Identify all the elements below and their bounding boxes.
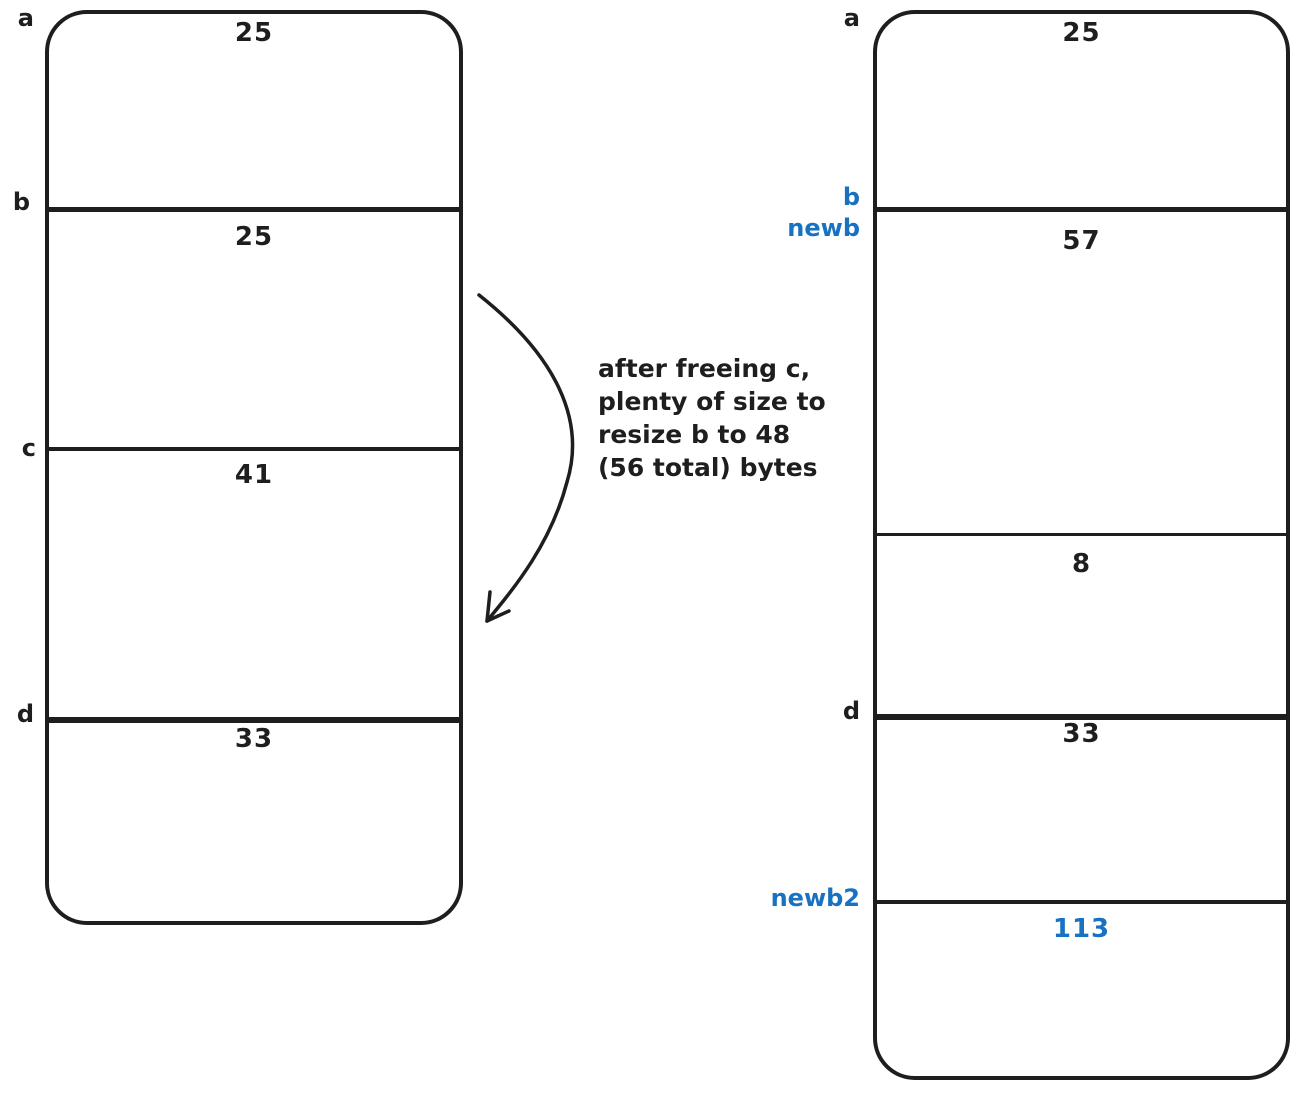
pointer-label-a-right: a bbox=[843, 4, 860, 32]
size-value-b: 25 bbox=[234, 222, 274, 252]
annotation-line: resize b to 48 bbox=[598, 420, 791, 449]
divider-d2 bbox=[875, 714, 1288, 720]
size-value-free: 8 bbox=[1071, 549, 1092, 579]
size-value-newb: 57 bbox=[1062, 226, 1101, 256]
memory-block-after: 25 57 8 33 113 bbox=[873, 10, 1290, 1080]
pointer-label-d-right: d bbox=[842, 697, 860, 725]
pointer-label-c-left: c bbox=[21, 434, 36, 462]
size-value-a: 25 bbox=[234, 18, 274, 48]
size-value-newb2: 113 bbox=[1052, 914, 1111, 944]
divider-free bbox=[875, 533, 1288, 536]
divider-newb bbox=[875, 207, 1288, 212]
size-value-d2: 33 bbox=[1062, 719, 1101, 749]
pointer-label-newb2: newb2 bbox=[770, 884, 860, 912]
pointer-label-b-right: b bbox=[842, 183, 860, 211]
pointer-label-a-left: a bbox=[17, 4, 34, 32]
divider-c bbox=[47, 447, 461, 451]
divider-b bbox=[47, 207, 461, 212]
pointer-label-newb: newb bbox=[787, 214, 860, 242]
size-value-a2: 25 bbox=[1062, 18, 1101, 48]
pointer-label-d-left: d bbox=[16, 700, 34, 728]
annotation-line: (56 total) bytes bbox=[598, 453, 818, 482]
divider-newb2 bbox=[875, 900, 1288, 904]
annotation-line: after freeing c, bbox=[598, 354, 811, 383]
annotation-line: plenty of size to bbox=[598, 387, 826, 416]
divider-d bbox=[47, 717, 461, 723]
pointer-label-b-left: b bbox=[12, 188, 30, 216]
size-value-d: 33 bbox=[234, 724, 274, 754]
size-value-c: 41 bbox=[234, 460, 274, 490]
annotation-text: after freeing c, plenty of size to resiz… bbox=[598, 352, 826, 484]
memory-block-before: 25 25 41 33 bbox=[45, 10, 463, 925]
